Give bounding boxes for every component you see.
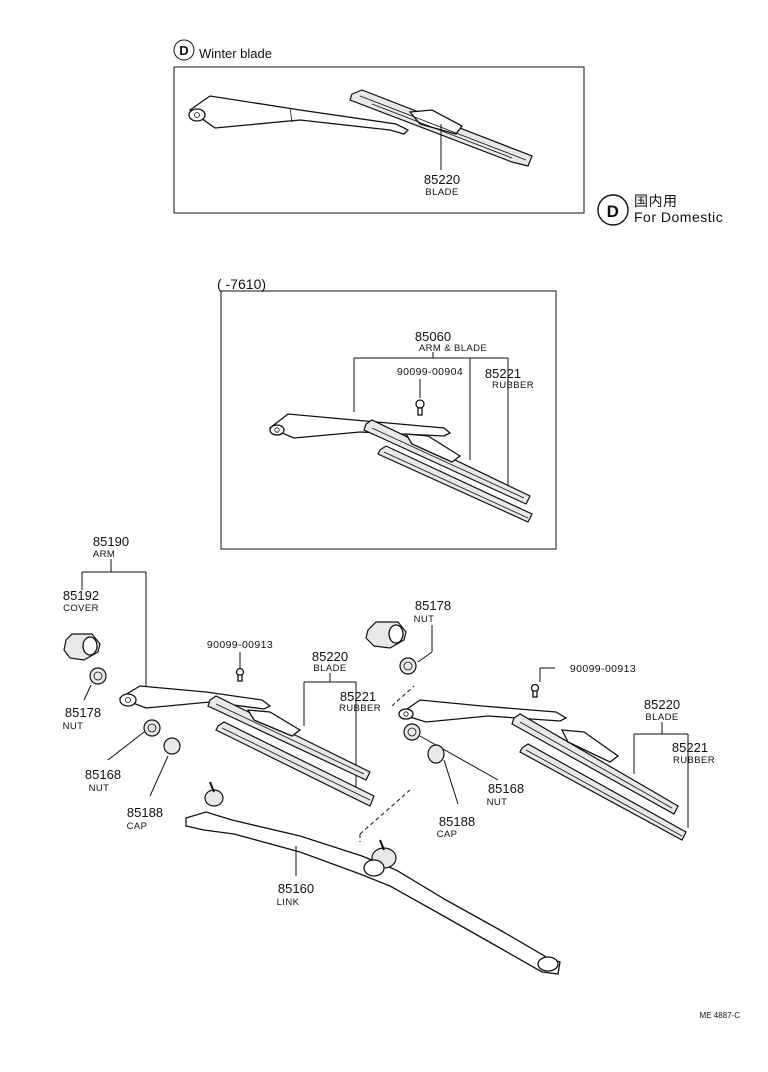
left-blade-part-no: 85220	[312, 649, 348, 664]
right-cap-part-no: 85188	[439, 814, 475, 829]
right-assembly: 85178 NUT 90099-00913 85220 BLADE 85221 …	[365, 598, 715, 841]
right-blade-drawing	[511, 713, 679, 815]
left-cap-part-name: CAP	[127, 821, 148, 832]
right-nut-part-no: 85178	[415, 598, 451, 613]
winter-blade-box	[173, 66, 585, 214]
left-arm-drawing	[118, 685, 272, 710]
right-cap-part-name: CAP	[437, 829, 458, 840]
left-cover-part-no: 85192	[63, 588, 99, 603]
right-rubber-part-no: 85221	[672, 740, 708, 755]
winter-blade-title: Winter blade	[199, 46, 272, 61]
left-cap-part-no: 85188	[127, 805, 163, 820]
left-nut2-part-name: NUT	[89, 783, 110, 794]
right-cap-drawing	[427, 744, 445, 764]
region-legend: D 国内用 For Domestic	[597, 193, 723, 226]
right-nut2-part-name: NUT	[487, 797, 508, 808]
period-rubber-drawing	[377, 445, 533, 523]
left-nut-part-name: NUT	[63, 721, 84, 732]
right-rubber-part-name: RUBBER	[673, 755, 715, 766]
left-assembly: 85190 ARM 85192 COVER 85178 NUT 90099-00…	[63, 534, 381, 832]
left-cover-drawing	[63, 633, 101, 661]
right-nut2-drawing	[403, 723, 421, 741]
legend-badge-letter: D	[607, 202, 620, 221]
left-cap-drawing	[163, 737, 181, 755]
screw-part-no: 90099-00904	[397, 366, 463, 378]
link-drawing	[185, 781, 561, 975]
left-blade-part-name: BLADE	[313, 663, 346, 674]
arm-blade-part-no: 85060	[415, 329, 451, 344]
period-section: ( -7610) 85060 ARM & BLADE 90099-00904 8…	[217, 276, 557, 550]
rubber-part-no: 85221	[485, 366, 521, 381]
winter-blade-section: D Winter blade 85220 BLADE	[173, 39, 585, 214]
arm-blade-part-name: ARM & BLADE	[419, 343, 487, 354]
left-nut2-part-no: 85168	[85, 767, 121, 782]
legend-english: For Domestic	[634, 209, 723, 225]
right-arm-drawing	[398, 699, 568, 723]
right-nut-drawing	[399, 657, 417, 675]
right-screw-part-no: 90099-00913	[570, 663, 636, 675]
right-cover-drawing	[365, 621, 407, 649]
period-blade-drawing	[363, 419, 531, 505]
rubber-part-name: RUBBER	[492, 380, 534, 391]
right-nut2-part-no: 85168	[488, 781, 524, 796]
left-screw-part-no: 90099-00913	[207, 639, 273, 651]
screw-drawing	[415, 399, 425, 416]
left-screw-drawing	[235, 667, 245, 682]
winter-blade-part-no: 85220	[424, 172, 460, 187]
left-nut-part-no: 85178	[65, 705, 101, 720]
winter-arm-drawing	[188, 95, 410, 135]
left-rubber-part-no: 85221	[340, 689, 376, 704]
link-part-no: 85160	[278, 881, 314, 896]
legend-japanese: 国内用	[634, 193, 678, 209]
left-blade-drawing	[207, 695, 371, 781]
left-arm-part-name: ARM	[93, 549, 115, 560]
right-blade-part-name: BLADE	[645, 712, 678, 723]
region-badge	[173, 39, 195, 61]
left-rubber-drawing	[215, 721, 375, 807]
right-blade-part-no: 85220	[644, 697, 680, 712]
winter-blade-part-name: BLADE	[425, 187, 458, 198]
period-box	[220, 290, 557, 550]
right-rubber-drawing	[519, 743, 687, 841]
left-arm-part-no: 85190	[93, 534, 129, 549]
right-screw-drawing	[530, 683, 540, 698]
period-arm-drawing	[268, 413, 452, 439]
period-label: ( -7610)	[217, 276, 266, 292]
reference-code: ME 4887-C	[700, 1011, 741, 1020]
link-part-name: LINK	[277, 897, 300, 908]
left-nut-drawing	[89, 667, 107, 685]
region-badge-letter: D	[179, 43, 188, 58]
legend-badge	[597, 194, 629, 226]
left-cover-part-name: COVER	[63, 603, 99, 614]
right-nut-part-name: NUT	[414, 614, 435, 625]
left-rubber-part-name: RUBBER	[339, 703, 381, 714]
left-nut2-drawing	[143, 719, 161, 737]
link-section: 85160 LINK	[185, 781, 561, 975]
